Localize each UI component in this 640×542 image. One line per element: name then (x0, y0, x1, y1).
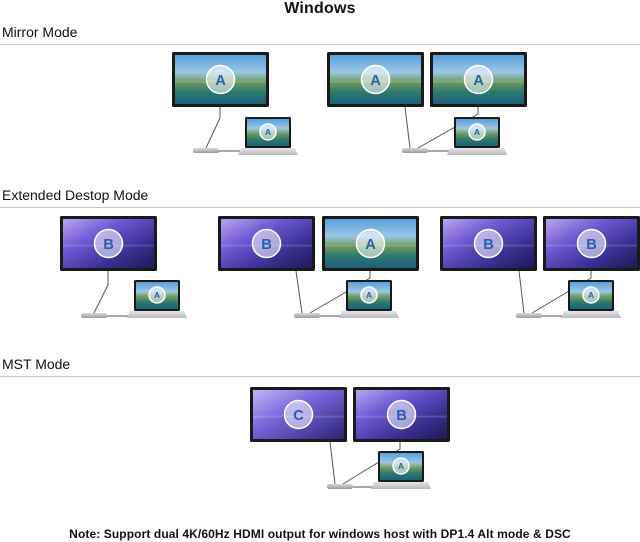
monitor-extended-a: A (322, 216, 419, 271)
monitor-extended-single: B (60, 216, 157, 271)
svg-text:C: C (293, 408, 304, 424)
svg-text:A: A (474, 127, 480, 137)
cable-extended-single (94, 271, 108, 313)
hub-mirror-single (193, 148, 219, 153)
cable-extended-left (296, 271, 302, 313)
badge-b: B (95, 230, 123, 258)
badge-b: B (578, 230, 606, 258)
svg-text:A: A (365, 237, 376, 253)
footnote: Note: Support dual 4K/60Hz HDMI output f… (0, 527, 640, 541)
badge-b: B (388, 401, 416, 429)
cable-mirror-single (206, 107, 220, 148)
badge-a: A (260, 124, 276, 140)
monitor-extended2-b-left: B (440, 216, 537, 271)
cable-extended2-left (519, 271, 524, 313)
svg-text:A: A (154, 290, 160, 300)
laptop-extended-dual: A (339, 280, 399, 318)
svg-text:B: B (396, 408, 407, 424)
badge-a: A (362, 66, 390, 94)
badge-a: A (207, 66, 235, 94)
svg-text:A: A (398, 461, 404, 471)
badge-c: C (285, 401, 313, 429)
svg-text:A: A (265, 127, 271, 137)
monitor-mst-b: B (353, 387, 450, 442)
svg-text:A: A (473, 73, 484, 89)
monitor-mirror-left: A (327, 52, 424, 107)
badge-a: A (361, 287, 377, 303)
laptop-extended2: A (561, 280, 621, 318)
badge-a: A (357, 230, 385, 258)
badge-b: B (475, 230, 503, 258)
laptop-extended-single: A (127, 280, 187, 318)
hub-mst (327, 484, 353, 489)
badge-a: A (469, 124, 485, 140)
monitor-extended-b: B (218, 216, 315, 271)
hub-extended-single (81, 313, 107, 318)
monitor-mirror-right: A (430, 52, 527, 107)
hub-extended-dual (294, 313, 320, 318)
badge-a: A (149, 287, 165, 303)
badge-a: A (393, 458, 409, 474)
svg-text:A: A (370, 73, 381, 89)
cable-mst-left (330, 442, 335, 484)
svg-text:B: B (103, 237, 114, 253)
monitor-extended2-b-right: B (543, 216, 640, 271)
badge-b: B (253, 230, 281, 258)
laptop-mirror-single: A (238, 117, 298, 155)
hub-extended2 (516, 313, 542, 318)
svg-text:B: B (261, 237, 272, 253)
svg-text:A: A (366, 290, 372, 300)
svg-text:A: A (215, 73, 226, 89)
laptop-mirror-dual: A (447, 117, 507, 155)
cable-mirror-left (405, 107, 410, 148)
svg-text:A: A (588, 290, 594, 300)
laptop-mst: A (371, 451, 431, 489)
badge-a: A (583, 287, 599, 303)
hub-mirror-dual (402, 148, 428, 153)
svg-text:B: B (586, 237, 597, 253)
monitor-mst-c: C (250, 387, 347, 442)
svg-text:B: B (483, 237, 494, 253)
device-layer: A A A A A B A B A A B B A C B A (60, 52, 640, 489)
badge-a: A (465, 66, 493, 94)
monitor-mirror-single: A (172, 52, 269, 107)
